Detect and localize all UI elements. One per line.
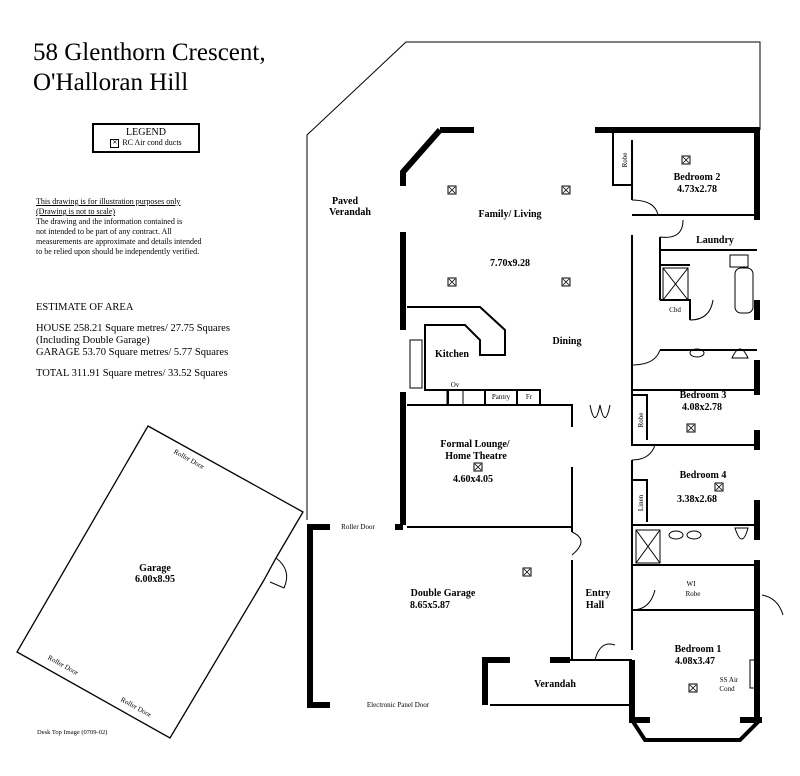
formal-lounge-size: 4.60x4.05 <box>453 474 493 485</box>
oven-label: Ov <box>451 381 460 389</box>
bedroom-4-label: Bedroom 4 <box>680 470 727 481</box>
split-system-label: SS Air <box>720 676 739 684</box>
bedroom-3-label: Bedroom 3 <box>680 390 727 401</box>
walk-in-robe-label: WI <box>687 580 697 588</box>
detached-garage-size: 6.00x8.95 <box>135 574 175 585</box>
split-system-label: Cond <box>719 685 735 693</box>
fridge-label: Fr <box>526 393 533 401</box>
double-garage-label: Double Garage <box>411 588 476 599</box>
disclaimer: This drawing is for illustration purpose… <box>36 197 202 256</box>
interior-walls <box>407 130 762 742</box>
bedroom-2-size: 4.73x2.78 <box>677 184 717 195</box>
dining-label: Dining <box>553 336 582 347</box>
room-labels: Paved Verandah Family/ Living 7.70x9.28 … <box>329 153 739 709</box>
roller-door-label: Roller Door <box>46 654 80 678</box>
family-living-label: Family/ Living <box>478 209 541 220</box>
bedroom-4-size: 3.38x2.68 <box>677 494 717 505</box>
detached-garage-label: Garage <box>139 563 171 574</box>
entry-hall-label: Entry <box>586 588 611 599</box>
bedroom-2-label: Bedroom 2 <box>674 172 721 183</box>
fixtures <box>409 254 758 689</box>
bedroom-3-size: 4.08x2.78 <box>682 402 722 413</box>
verandah-label: Verandah <box>534 679 576 690</box>
property-address: 58 Glenthorn Crescent, O'Halloran Hill <box>33 39 266 96</box>
laundry-label: Laundry <box>696 235 734 246</box>
linen-label: Linen <box>637 494 645 511</box>
kitchen-label: Kitchen <box>435 349 469 360</box>
family-living-size: 7.70x9.28 <box>490 258 530 269</box>
roller-door-label: Roller Door <box>119 696 153 720</box>
cupboard-label: Cbd <box>669 306 681 314</box>
roller-door-label: Roller Door <box>172 448 206 472</box>
air-duct-icons <box>447 155 724 693</box>
formal-lounge-label: Formal Lounge/ <box>440 439 509 450</box>
image-credit: Desk Top Image (0709-02) <box>37 729 108 736</box>
bedroom-1-label: Bedroom 1 <box>675 644 722 655</box>
verandah-outline <box>306 41 761 520</box>
walk-in-robe-label: Robe <box>686 590 701 598</box>
robe-label: Robe <box>637 413 645 428</box>
legend: LEGEND ✕RC Air cond ducts <box>92 123 200 153</box>
air-duct-icon: ✕ <box>110 138 120 148</box>
panel-door-label: Electronic Panel Door <box>367 701 430 709</box>
entry-hall-label: Hall <box>586 600 605 611</box>
walls <box>307 127 762 723</box>
paved-verandah-label: Verandah <box>329 207 371 218</box>
bedroom-1-size: 4.08x3.47 <box>675 656 715 667</box>
paved-verandah-label: Paved <box>332 196 359 207</box>
detached-garage <box>16 425 304 739</box>
formal-lounge-label: Home Theatre <box>445 451 507 462</box>
robe-label: Robe <box>621 153 629 168</box>
double-garage-size: 8.65x5.87 <box>410 600 450 611</box>
area-estimate: ESTIMATE OF AREA HOUSE 258.21 Square met… <box>36 302 230 379</box>
pantry-label: Pantry <box>492 393 511 401</box>
roller-door-label: Roller Door <box>341 523 375 531</box>
